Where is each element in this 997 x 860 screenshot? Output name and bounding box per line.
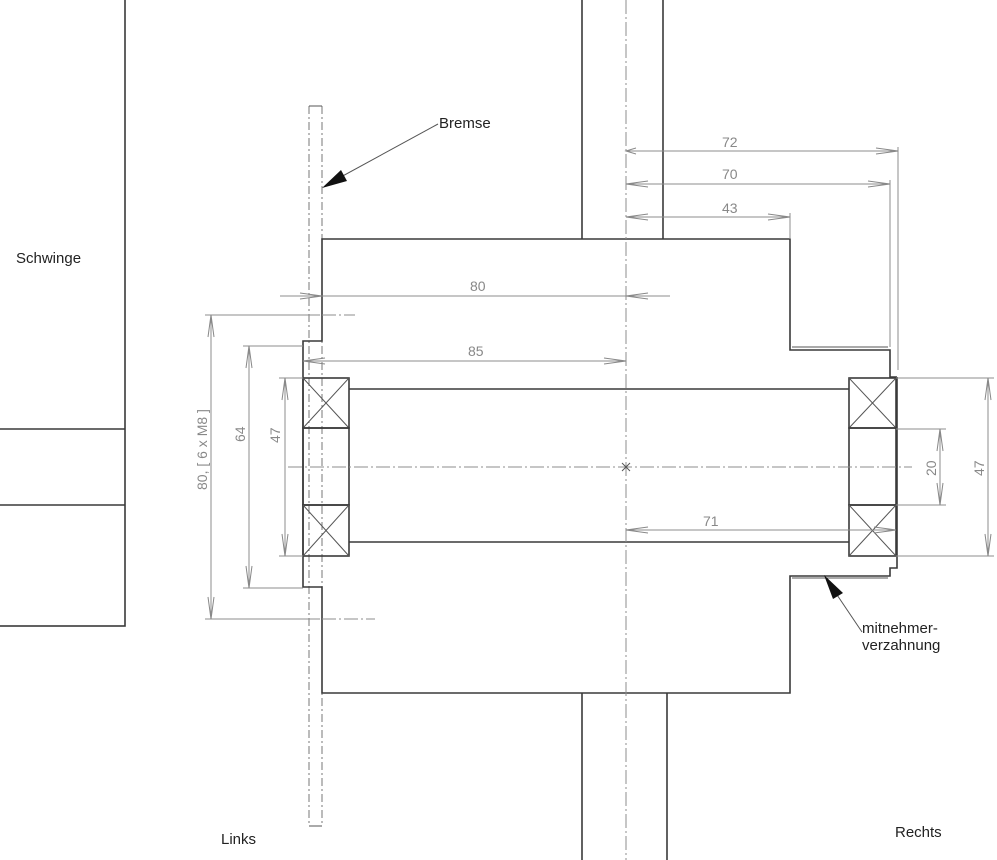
hub-body (302, 238, 898, 694)
dim-80-bolt: 80, [ 6 x M8 ] (194, 314, 320, 620)
axle (349, 388, 849, 543)
dim-72: 72 (624, 134, 899, 370)
dim-71-text: 71 (703, 513, 719, 529)
dim-85: 85 (302, 343, 627, 365)
dim-47-left: 47 (267, 377, 303, 557)
schwinge (0, 0, 126, 627)
shaft (581, 0, 668, 860)
dim-47-right: 47 (896, 377, 994, 557)
dim-80-bolt-text: 80, [ 6 x M8 ] (194, 409, 210, 490)
bremse-leader: Bremse (322, 115, 491, 188)
mitnehmer-label-2: verzahnung (862, 637, 940, 654)
dim-64: 64 (232, 345, 303, 589)
dim-43: 43 (625, 200, 791, 239)
dim-71: 71 (625, 513, 897, 534)
dim-70-text: 70 (722, 166, 738, 182)
dim-20-text: 20 (923, 460, 939, 476)
dim-80-text: 80 (470, 278, 486, 294)
dim-70: 70 (625, 166, 891, 347)
center-lines (288, 0, 912, 860)
rechts-label: Rechts (895, 824, 942, 841)
dim-47-left-text: 47 (267, 427, 283, 443)
brake-disc (308, 105, 323, 827)
schwinge-label: Schwinge (16, 250, 81, 267)
links-label: Links (221, 831, 256, 848)
dim-43-text: 43 (722, 200, 738, 216)
dim-20: 20 (896, 428, 946, 506)
center-marker (621, 462, 631, 472)
mitnehmer-leader: mitnehmer- verzahnung (824, 575, 940, 654)
dim-47-right-text: 47 (971, 460, 987, 476)
dim-64-text: 64 (232, 426, 248, 442)
dim-80: 80 (280, 278, 670, 300)
dim-85-text: 85 (468, 343, 484, 359)
bearing-left (302, 377, 350, 557)
bremse-label: Bremse (439, 115, 491, 132)
mitnehmer-label-1: mitnehmer- (862, 620, 938, 637)
dim-72-text: 72 (722, 134, 738, 150)
